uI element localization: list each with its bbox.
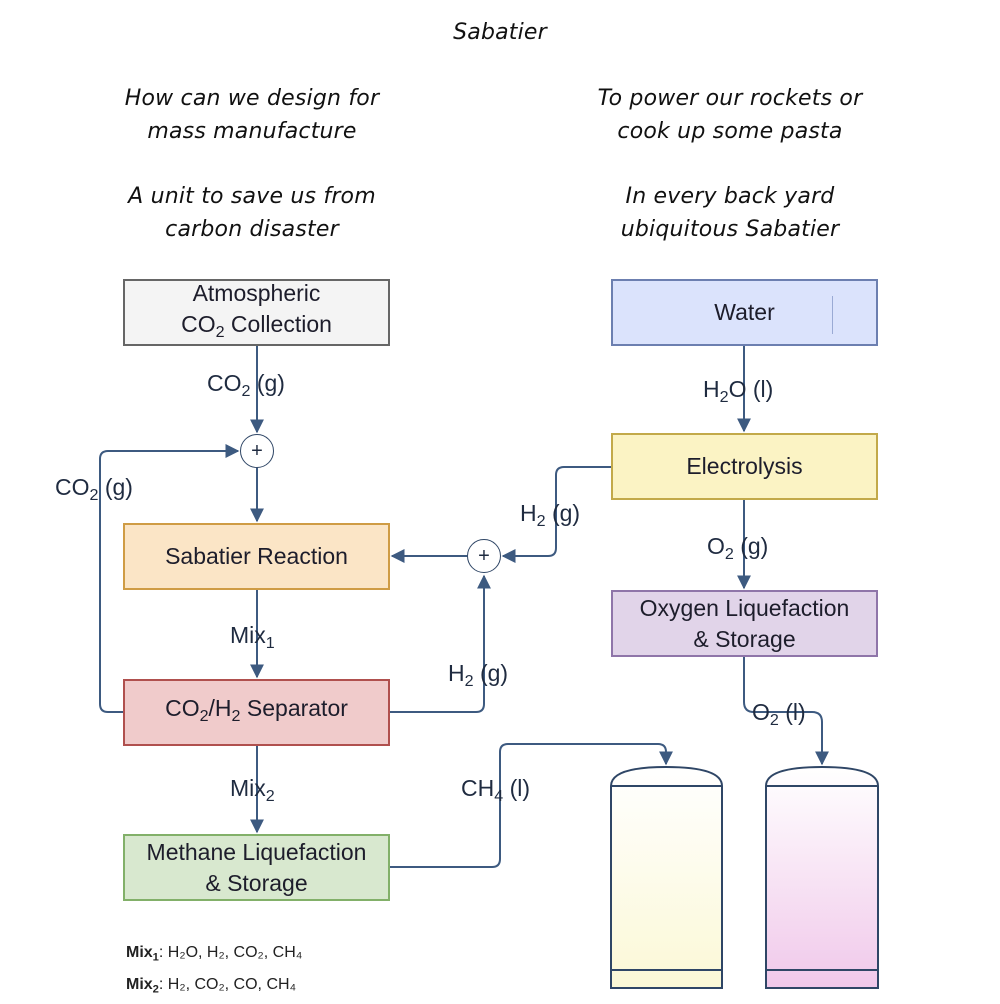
edge-ch4-liquid	[390, 743, 673, 868]
label-co2-feed-pre: CO	[207, 370, 242, 396]
junction-top: +	[240, 434, 274, 468]
node-electrolysis-label: Electrolysis	[686, 453, 803, 479]
legend-mix2-key: Mix	[126, 976, 153, 994]
junction-top-symbol: +	[251, 439, 263, 462]
edge-label-water: H2O (l)	[703, 376, 773, 407]
node-separator-a-sub: 2	[199, 706, 209, 725]
node-co2-line1: Atmospheric	[192, 279, 321, 306]
label-h2e-sub: 2	[536, 511, 546, 530]
verse-top-left: How can we design for mass manufacture	[124, 86, 380, 144]
label-mix2-sub: 2	[265, 786, 275, 805]
label-o2g-sub: 2	[724, 544, 734, 563]
junction-middle: +	[467, 539, 501, 573]
junction-middle-symbol: +	[478, 544, 490, 567]
legend-mix2-key-sub: 2	[152, 983, 159, 996]
label-o2g-pre: O	[707, 533, 725, 559]
methane-tank	[610, 765, 723, 989]
node-separator-slash: /H	[208, 695, 232, 722]
label-h2r-pre: H	[448, 660, 465, 686]
node-separator: CO2/H2 Separator	[123, 679, 390, 746]
node-methane-line2: & Storage	[205, 869, 308, 896]
edge-label-mix2: Mix2	[230, 775, 275, 806]
legend-mix2-text: : H₂, CO₂, CO, CH₄	[158, 976, 297, 994]
edge-co2-recycle	[99, 444, 240, 713]
edge-label-co2-feed: CO2 (g)	[207, 370, 285, 401]
node-oxygen-line2: & Storage	[693, 625, 796, 652]
edge-label-mix1: Mix1	[230, 622, 275, 653]
label-co2-feed-sub: 2	[241, 381, 251, 400]
verse-bottom-left: A unit to save us from carbon disaster	[128, 184, 376, 242]
text-cursor-mark	[832, 296, 833, 334]
node-oxygen-storage: Oxygen Liquefaction & Storage	[611, 590, 878, 657]
node-sabatier-label: Sabatier Reaction	[165, 543, 348, 569]
oxygen-tank	[765, 765, 879, 989]
label-mix1-pre: Mix	[230, 622, 266, 648]
node-co2-collection: Atmospheric CO2 Collection	[123, 279, 390, 346]
label-o2g-post: (g)	[733, 533, 769, 559]
label-h2r-post: (g)	[473, 660, 509, 686]
edge-label-h2-recycle: H2 (g)	[448, 660, 508, 691]
label-mix2-pre: Mix	[230, 775, 266, 801]
label-water-pre: H	[703, 376, 720, 402]
label-ch4-pre: CH	[461, 775, 495, 801]
verse-top-right: To power our rockets or cook up some pas…	[597, 86, 863, 144]
node-oxygen-line1: Oxygen Liquefaction	[639, 594, 850, 621]
label-o2l-post: (l)	[778, 699, 806, 725]
node-co2-line2-post: Collection	[224, 310, 332, 337]
edge-label-co2-recycle: CO2 (g)	[55, 474, 133, 505]
legend-mix1-key: Mix	[126, 944, 153, 961]
edge-o2-liquid	[743, 657, 829, 766]
label-water-post: O (l)	[728, 376, 774, 402]
label-co2-recycle-post: (g)	[98, 474, 133, 500]
edge-h2-electrolysis	[501, 466, 611, 563]
mixture-legend: Mix1: H₂O, H₂, CO₂, CH₄ Mix2: H₂, CO₂, C…	[126, 939, 302, 1004]
edge-label-o2-liquid: O2 (l)	[752, 699, 806, 730]
node-co2-line2-sub: 2	[215, 322, 225, 341]
label-o2l-sub: 2	[769, 710, 779, 729]
node-co2-line2-pre: CO	[181, 310, 216, 337]
label-co2-recycle-pre: CO	[55, 474, 90, 500]
label-co2-recycle-sub: 2	[89, 485, 99, 504]
edge-label-o2-gas: O2 (g)	[707, 533, 768, 564]
diagram-title: Sabatier	[453, 20, 547, 45]
legend-mix2: Mix2: H₂, CO₂, CO, CH₄	[126, 971, 302, 1003]
label-ch4-sub: 4	[494, 786, 504, 805]
edge-h2-recycle	[390, 574, 491, 713]
label-o2l-pre: O	[752, 699, 770, 725]
label-h2r-sub: 2	[464, 671, 474, 690]
label-mix1-sub: 1	[265, 633, 275, 652]
label-h2e-pre: H	[520, 500, 537, 526]
edge-label-ch4-liquid: CH4 (l)	[461, 775, 530, 806]
label-co2-feed-post: (g)	[250, 370, 285, 396]
node-methane-line1: Methane Liquefaction	[146, 838, 367, 865]
edge-label-h2-electrolysis: H2 (g)	[520, 500, 580, 531]
legend-mix1-key-sub: 1	[152, 951, 159, 964]
node-separator-b-sub: 2	[231, 706, 241, 725]
node-water: Water	[611, 279, 878, 346]
label-h2e-post: (g)	[545, 500, 581, 526]
node-methane-storage: Methane Liquefaction & Storage	[123, 834, 390, 901]
label-ch4-post: (l)	[503, 775, 531, 801]
node-electrolysis: Electrolysis	[611, 433, 878, 500]
legend-mix1: Mix1: H₂O, H₂, CO₂, CH₄	[126, 939, 302, 971]
legend-mix1-text: : H₂O, H₂, CO₂, CH₄	[158, 944, 303, 961]
label-water-sub: 2	[719, 387, 729, 406]
node-separator-post: Separator	[240, 695, 348, 722]
node-water-label: Water	[714, 299, 775, 325]
node-separator-a: CO	[165, 695, 200, 722]
verse-bottom-right: In every back yard ubiquitous Sabatier	[620, 184, 840, 242]
node-sabatier-reaction: Sabatier Reaction	[123, 523, 390, 590]
